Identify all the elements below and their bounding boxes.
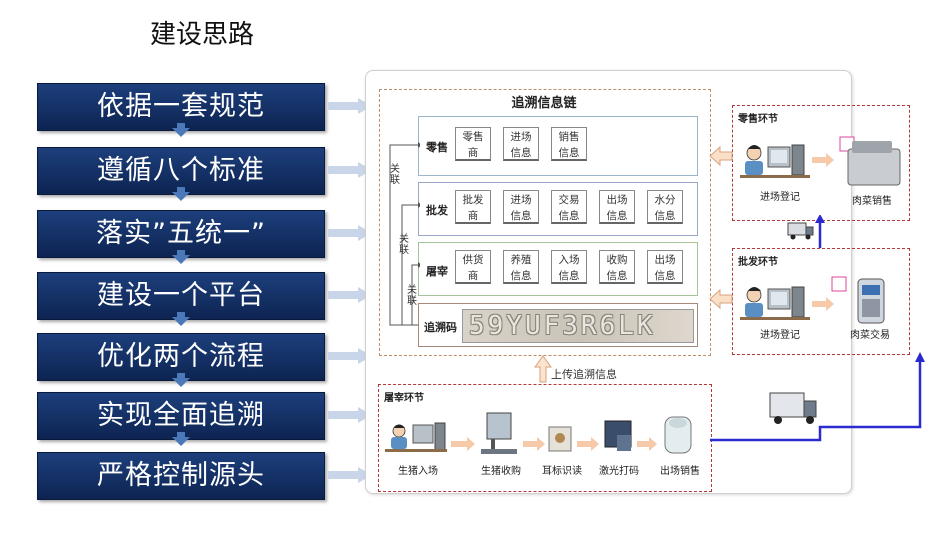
step-down-arrow: [172, 432, 190, 446]
chain-cell: 水分信息: [647, 190, 683, 224]
retail-title: 零售环节: [738, 114, 778, 125]
link-label-3: 关联: [407, 285, 417, 307]
trace-code-image: 59YUF3R6LK: [462, 309, 694, 343]
step-arrow-3: [328, 225, 372, 241]
step-down-arrow: [172, 312, 190, 326]
large-truck-icon: [769, 392, 817, 424]
row-label-code: 追溯码: [424, 321, 457, 334]
wholesale-title: 批发环节: [738, 257, 778, 268]
chain-title: 追溯信息链: [511, 96, 577, 111]
step-arrow-1: [328, 98, 372, 114]
page-title: 建设思路: [150, 20, 255, 50]
truck-icon: [787, 222, 814, 240]
chain-cell: 入场信息: [551, 250, 587, 284]
retail-illustration: [740, 136, 901, 186]
logistics-flow: [710, 215, 925, 442]
slaughter-illustration: [385, 412, 692, 454]
row-label-retail: 零售: [426, 141, 448, 154]
step-arrow-7: [328, 467, 372, 483]
slaughter-step-label: 出场销售: [660, 466, 700, 477]
step-4: 建设一个平台: [37, 272, 325, 320]
slaughter-step-label: 生猪收购: [481, 466, 521, 477]
step-arrow-6: [328, 407, 372, 423]
step-down-arrow: [172, 187, 190, 201]
row-label-slaughter: 屠宰: [426, 265, 448, 278]
wholesale-trade-label: 肉菜交易: [850, 330, 890, 341]
step-down-arrow: [172, 373, 190, 387]
chain-cell: 收购信息: [599, 250, 635, 284]
arrow-wholesale-to-chain: [709, 288, 733, 310]
chain-cell: 销售信息: [551, 127, 587, 161]
step-down-arrow: [172, 250, 190, 264]
link-connectors: [389, 142, 420, 326]
chain-cell: 进场信息: [503, 190, 539, 224]
chain-cell: 批发商: [455, 190, 491, 224]
slaughter-step-label: 耳标识读: [542, 466, 582, 477]
link-label-1: 关联: [390, 164, 400, 186]
wholesale-illustration: [740, 276, 885, 324]
chain-cell: 出场信息: [599, 190, 635, 224]
arrow-retail-to-chain: [709, 145, 733, 167]
upload-label: 上传追溯信息: [551, 368, 617, 381]
slaughter-box: [378, 384, 712, 492]
step-arrow-5: [328, 348, 372, 364]
trace-code-text: 59YUF3R6LK: [469, 311, 656, 341]
chain-cell: 出场信息: [647, 250, 683, 284]
retail-register-label: 进场登记: [760, 192, 800, 203]
chain-cell: 零售商: [455, 127, 491, 161]
row-label-wholesale: 批发: [426, 204, 448, 217]
chain-container: [379, 89, 711, 356]
slaughter-title: 屠宰环节: [384, 393, 424, 404]
chain-cell: 交易信息: [551, 190, 587, 224]
step-arrow-2: [328, 162, 372, 178]
step-down-arrow: [172, 123, 190, 137]
slaughter-step-label: 生猪入场: [398, 466, 438, 477]
link-label-2: 关联: [399, 234, 409, 256]
step-arrow-4: [328, 287, 372, 303]
wholesale-register-label: 进场登记: [760, 330, 800, 341]
chain-cell: 养殖信息: [503, 250, 539, 284]
retail-sale-label: 肉菜销售: [852, 196, 892, 207]
upload-arrow: [534, 355, 552, 383]
chain-cell: 进场信息: [503, 127, 539, 161]
slaughter-step-label: 激光打码: [599, 466, 639, 477]
chain-cell: 供货商: [455, 250, 491, 284]
step-7: 严格控制源头: [37, 452, 325, 500]
